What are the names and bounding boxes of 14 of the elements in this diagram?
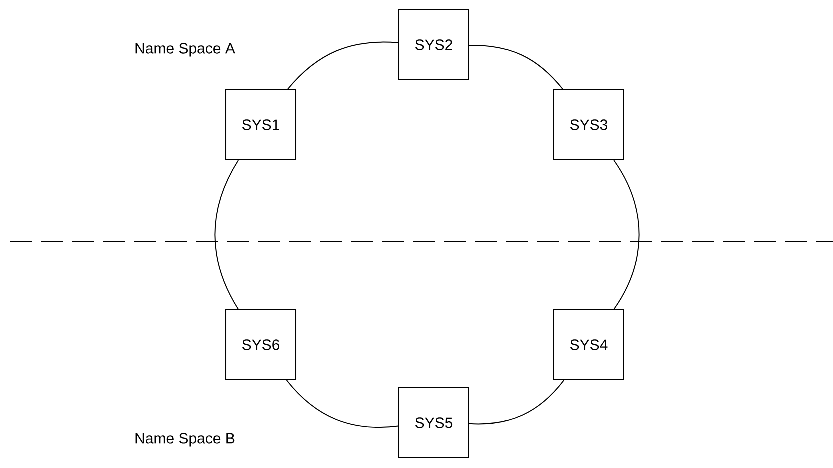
ring-arc — [286, 380, 399, 428]
system-box: SYS4 — [554, 310, 624, 380]
ring-arc — [614, 160, 640, 310]
system-box: SYS6 — [226, 310, 296, 380]
ring-arc — [287, 42, 399, 90]
system-box: SYS2 — [398, 10, 470, 80]
ring-arc — [469, 44, 564, 90]
ring-arc — [469, 380, 565, 425]
system-box: SYS1 — [226, 90, 296, 160]
system-box: SYS3 — [554, 90, 624, 160]
system-box: SYS5 — [398, 387, 470, 458]
ring-arc — [214, 160, 240, 310]
name-space-label: Name Space A — [136, 43, 236, 57]
name-space-label: Name Space B — [136, 433, 235, 447]
